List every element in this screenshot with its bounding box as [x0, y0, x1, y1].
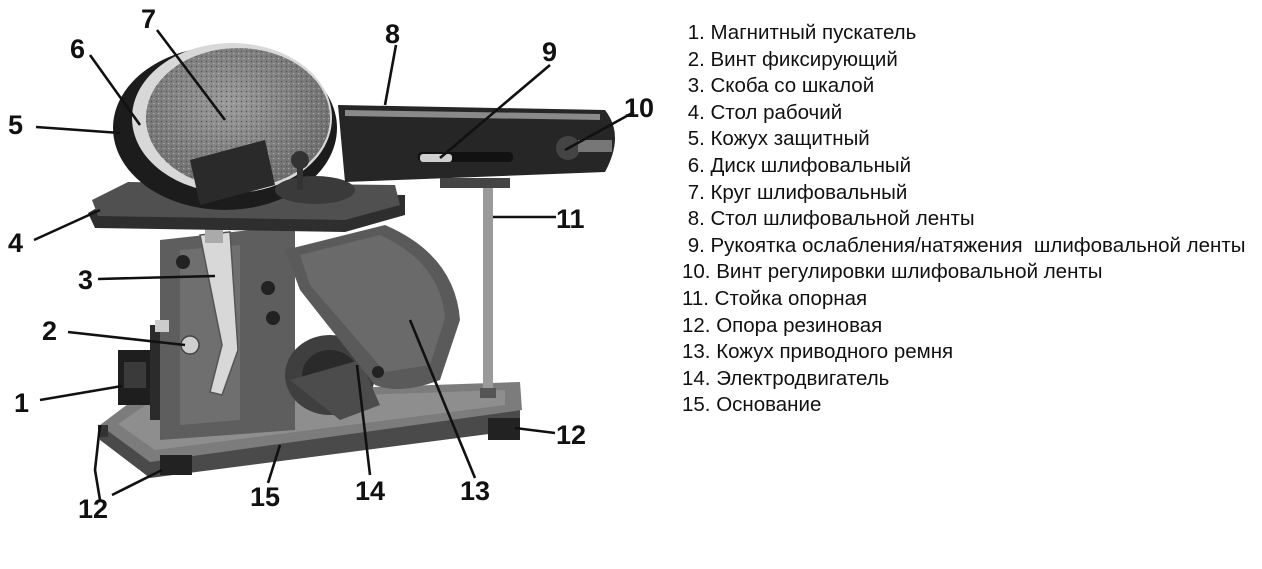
callout-4: 4 [8, 228, 23, 258]
legend-item: 15. Основание [682, 393, 822, 417]
legend-item: 5. Кожух защитный [682, 127, 870, 151]
callout-12-left: 12 [78, 494, 108, 524]
callout-12-right: 12 [556, 420, 586, 450]
rubber-feet [98, 418, 520, 475]
machine-illustration: 1 2 3 4 5 6 7 8 9 10 11 12 12 13 14 15 [8, 4, 654, 524]
tension-handle [418, 152, 513, 162]
sanding-disc [132, 43, 332, 193]
belt-drive-cover [285, 225, 460, 389]
callout-3: 3 [78, 265, 93, 295]
callout-9: 9 [542, 37, 557, 67]
parts-legend: 1. Магнитный пускатель 2. Винт фиксирующ… [682, 20, 1257, 419]
legend-item: 4. Стол рабочий [682, 100, 843, 124]
callout-10: 10 [624, 93, 654, 123]
bolts [176, 255, 384, 378]
legend-item: 9. Рукоятка ослабления/натяжения шлифова… [682, 233, 1246, 257]
miter-gauge [190, 140, 355, 205]
legend-item: 13. Кожух приводного ремня [682, 340, 954, 364]
legend-item: 3. Скоба со шкалой [682, 74, 875, 98]
legend-item: 8. Стол шлифовальной ленты [682, 207, 975, 231]
legend-item: 11. Стойка опорная [682, 286, 868, 310]
callout-11: 11 [556, 204, 585, 234]
callout-13: 13 [460, 476, 490, 506]
callout-15: 15 [250, 482, 280, 512]
legend-item: 10. Винт регулировки шлифовальной ленты [682, 260, 1103, 284]
legend-item: 1. Магнитный пускатель [682, 21, 917, 44]
support-post [480, 188, 496, 398]
legend-item: 2. Винт фиксирующий [682, 47, 898, 71]
legend-item: 6. Диск шлифовальный [682, 153, 912, 177]
callout-5: 5 [8, 110, 23, 140]
callout-8: 8 [385, 19, 400, 49]
callout-1: 1 [14, 388, 29, 418]
callout-7: 7 [141, 4, 156, 34]
legend-item: 14. Электродвигатель [682, 366, 890, 390]
leader-lines [33, 29, 635, 501]
callout-6: 6 [70, 34, 85, 64]
callout-labels: 1 2 3 4 5 6 7 8 9 10 11 12 12 13 14 15 [8, 4, 654, 524]
legend-item: 7. Круг шлифовальный [682, 180, 908, 204]
belt-table [338, 105, 615, 188]
callout-14: 14 [355, 476, 385, 506]
callout-2: 2 [42, 316, 57, 346]
legend-item: 12. Опора резиновая [682, 313, 883, 337]
